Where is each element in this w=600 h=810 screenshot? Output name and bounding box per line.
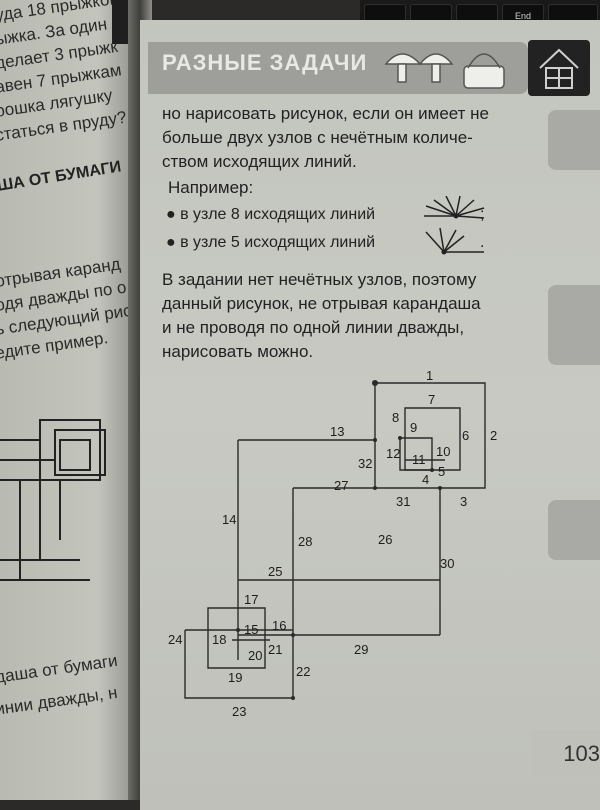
figure-label: 19 [228,670,243,685]
figure-label: 1 [426,368,434,383]
bullet-item: ● в узле 5 исходящих линий [166,234,376,251]
figure-label: 27 [334,478,349,493]
left-page: уда 18 прыжков ыжка. За один делает 3 пр… [0,0,140,800]
home-icon-box [528,40,590,96]
figure-label: 6 [462,428,470,443]
text-line: но нарисовать рисунок, если он имеет не [162,104,490,123]
paragraph-conclusion: В задании нет нечётных узлов, поэтому да… [162,268,532,364]
figure-label: 3 [460,494,468,509]
bullet-suffix: ; [480,206,485,223]
figure-label: 32 [358,456,373,471]
figure-label: 5 [438,464,446,479]
node-5-lines-figure [425,227,484,255]
text-line: больше двух узлов с нечётным количе- [162,128,473,147]
figure-label: 16 [272,618,287,633]
mushroom-basket-icon [384,53,505,89]
figure-label: 24 [168,632,183,647]
figure-label: 4 [422,472,430,487]
text-line: данный рисунок, не отрывая карандаша [162,294,481,313]
bullet-text: в узле 8 исходящих линий [180,206,376,223]
figure-label: 15 [244,622,259,637]
bullet-suffix: . [480,234,485,251]
text-line: и не проводя по одной линии дважды, [162,318,465,337]
figure-label: 21 [268,642,283,657]
figure-label: 23 [232,704,247,719]
figure-label: 26 [378,532,393,547]
figure-label: 20 [248,648,263,663]
figure-label: 18 [212,632,227,647]
side-tab [548,285,600,365]
figure-label: 12 [386,446,401,461]
paragraph-intro: но нарисовать рисунок, если он имеет не … [162,102,532,174]
figure-label: 8 [392,410,400,425]
text-line: нарисовать можно. [162,342,314,361]
page-number: 103 [532,730,600,778]
left-figure [0,419,106,581]
side-tab [548,500,600,560]
figure-label: 22 [296,664,311,679]
figure-label: 9 [410,420,418,435]
figure-label: 17 [244,592,259,607]
figure-label: 30 [440,556,455,571]
text-line: ством исходящих линий. [162,152,357,171]
figure-label: 28 [298,534,313,549]
figure-label: 14 [222,512,237,527]
figure-label: 25 [268,564,283,579]
home-icon [539,48,579,89]
figure-label: 13 [330,424,345,439]
text-line: В задании нет нечётных узлов, поэтому [162,270,477,289]
page-title: РАЗНЫЕ ЗАДАЧИ [162,50,368,75]
figure-label: 7 [428,392,436,407]
side-tab [548,110,600,170]
node-8-lines-figure [424,196,485,219]
example-label: Например: [168,178,254,197]
figure-label: 11 [412,452,426,467]
bullet-item: ● в узле 8 исходящих линий [166,206,376,223]
figure-label: 31 [396,494,411,509]
figure-label: 10 [436,444,451,459]
figure-label: 29 [354,642,369,657]
right-page [140,20,600,810]
figure-label: 2 [490,428,498,443]
bullet-text: в узле 5 исходящих линий [180,234,376,251]
